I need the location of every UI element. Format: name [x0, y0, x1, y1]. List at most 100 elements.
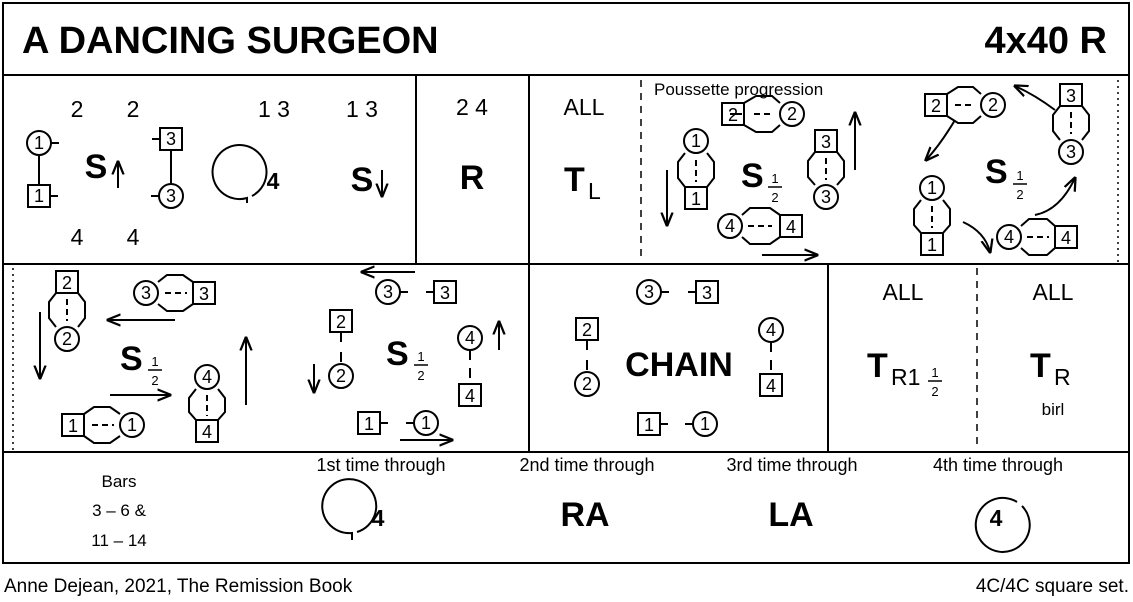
dancer-label: 3 [702, 283, 712, 303]
dancer-label: 2 [988, 95, 998, 115]
figure-setting: S [985, 153, 1008, 191]
dancer-label: 3 [821, 187, 831, 207]
time-header: 4th time through [933, 455, 1063, 475]
dancer-label: 3 [1066, 142, 1076, 162]
figure-setting: S [741, 157, 764, 195]
dancer-label: 3 [1066, 86, 1076, 106]
dancer-label: 4 [465, 328, 475, 348]
dancer-label: 3 [166, 186, 176, 206]
frac-num: 1 [1016, 168, 1023, 183]
dancer-label: 1 [68, 416, 78, 436]
bottom-number: 4 [71, 224, 84, 250]
dancer-label: 1 [700, 414, 710, 434]
dancer-label: 4 [766, 320, 776, 340]
figure-turn: T [1030, 347, 1051, 385]
dancers-number: 2 4 [456, 94, 488, 120]
figure-turn: T [564, 161, 585, 199]
dancer-label: 4 [725, 216, 735, 236]
figure-reel: R [460, 159, 485, 197]
row1-cell-setting: 2 2 1 3 1 3 4 4 S S 4 [71, 96, 378, 250]
row2-cell-poussette: S 1 2 S 1 2 [120, 335, 425, 388]
dancers-all: ALL [564, 94, 605, 120]
dancer-label: 1 [364, 414, 374, 434]
dancer-label: 3 [166, 129, 176, 149]
bars-label: Bars [102, 472, 137, 491]
turn-hand: R1 [891, 364, 920, 390]
row2-shapes-right [314, 272, 499, 440]
dancer-label: 2 [62, 329, 72, 349]
top-number: 1 3 [258, 96, 290, 122]
top-number: 1 3 [346, 96, 378, 122]
row1-cell-poussette: Poussette progression S 1 2 S 1 2 [654, 80, 1024, 205]
chain-positions [574, 279, 784, 437]
figure-setting: S [120, 340, 143, 378]
dashed-dividers [640, 80, 978, 450]
dancer-label: 4 [202, 422, 212, 442]
frac-num: 1 [771, 171, 778, 186]
dancer-label: 2 [336, 312, 346, 332]
dancers-all: ALL [1033, 279, 1074, 305]
circle-count: 4 [267, 168, 280, 194]
frac-num: 1 [417, 349, 424, 364]
frac-den: 2 [931, 384, 938, 399]
poussette-note: Poussette progression [654, 80, 823, 99]
row1-cell-setting-lines [26, 127, 382, 209]
frac-num: 1 [151, 354, 158, 369]
grid-lines [2, 2, 1130, 564]
row2-cell-turn-birl: ALL T R birl [1030, 279, 1074, 419]
row3-variations: Bars 3 – 6 & 11 – 14 1st time through 2n… [91, 455, 1063, 550]
time-header: 2nd time through [519, 455, 654, 475]
bars-line: 3 – 6 & [92, 501, 147, 520]
dancer-label: 2 [787, 104, 797, 124]
row2-cell-chain: CHAIN [625, 346, 733, 384]
dancer-label: 4 [1004, 227, 1014, 247]
top-number: 2 [71, 96, 84, 122]
dancer-label: 4 [766, 376, 776, 396]
dancer-label: 3 [141, 283, 151, 303]
figure-chain: CHAIN [625, 346, 733, 384]
top-number: 2 [127, 96, 140, 122]
dancer-label: 3 [644, 282, 654, 302]
figure-right-hands-across: RA [560, 496, 609, 534]
dancer-label: 1 [421, 413, 431, 433]
time-header: 1st time through [316, 455, 445, 475]
dancer-label: 2 [931, 96, 941, 116]
frac-den: 2 [417, 368, 424, 383]
dancer-label: 2 [582, 320, 592, 340]
row2-shapes-left [40, 270, 246, 444]
dancer-label: 4 [465, 386, 475, 406]
dancer-label: 2 [336, 366, 346, 386]
turn-hand: L [588, 178, 601, 204]
row1-cell-turn: ALL T L [564, 94, 605, 204]
bars-line: 11 – 14 [91, 531, 146, 550]
circle-figure [211, 144, 268, 203]
dancer-label: 2 [62, 273, 72, 293]
poussette-shapes-right [913, 83, 1090, 256]
dancers-all: ALL [883, 279, 924, 305]
dancer-label: 2 [582, 374, 592, 394]
dancer-label: 4 [1061, 228, 1071, 248]
row2-cell-turn-right: ALL T R1 1 2 [867, 279, 939, 399]
frac-den: 2 [771, 190, 778, 205]
dancer-label: 2 [728, 105, 738, 125]
frac-den: 2 [151, 373, 158, 388]
dancer-label: 4 [202, 367, 212, 387]
dancer-label: 1 [644, 415, 654, 435]
birl-note: birl [1042, 400, 1065, 419]
dancer-label: 1 [34, 186, 44, 206]
turn-hand: R [1054, 364, 1071, 390]
circle-figure [321, 478, 378, 540]
dancer-label: 3 [199, 284, 209, 304]
dancer-label: 4 [786, 217, 796, 237]
circle-count: 4 [990, 505, 1003, 531]
frac-den: 2 [1016, 187, 1023, 202]
figure-turn: T [867, 347, 888, 385]
dancer-label: 1 [927, 178, 937, 198]
dancer-label: 1 [127, 415, 137, 435]
poussette-shapes-left [667, 95, 855, 255]
dancer-label: 1 [691, 131, 701, 151]
dance-title: A DANCING SURGEON [22, 20, 439, 62]
dancer-label: 1 [34, 133, 44, 153]
figure-left-hands-across: LA [768, 496, 813, 534]
figure-setting: S [351, 161, 374, 199]
